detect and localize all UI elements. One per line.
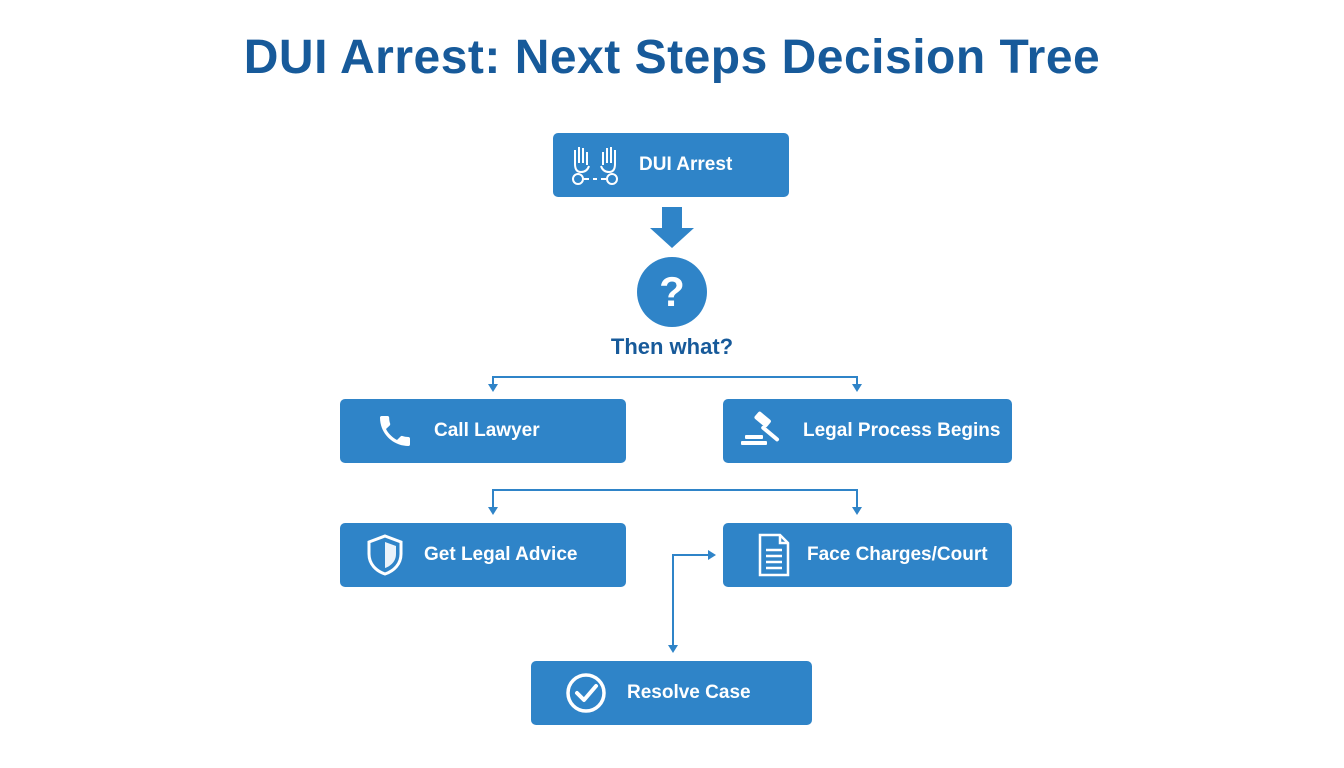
node-legal-process-begins: Legal Process Begins bbox=[723, 399, 1012, 463]
gavel-icon bbox=[737, 408, 793, 454]
node-resolve-case: Resolve Case bbox=[531, 661, 812, 725]
node-label: Face Charges/Court bbox=[807, 544, 988, 565]
handcuffed-hands-icon bbox=[565, 142, 625, 188]
arrow-to-legal-process bbox=[852, 384, 862, 392]
diagram-title: DUI Arrest: Next Steps Decision Tree bbox=[243, 31, 1101, 84]
phone-icon bbox=[372, 408, 418, 454]
arrow-to-resolve bbox=[668, 645, 678, 653]
edge-decision-branch-1 bbox=[492, 376, 858, 389]
node-label: Get Legal Advice bbox=[424, 544, 578, 565]
document-icon bbox=[751, 532, 797, 578]
arrow-to-face-charges-loop bbox=[708, 550, 716, 560]
arrow-to-face-charges bbox=[852, 507, 862, 515]
edge-decision-branch-2 bbox=[492, 489, 858, 512]
arrow-to-call-lawyer bbox=[488, 384, 498, 392]
node-face-charges-court: Face Charges/Court bbox=[723, 523, 1012, 587]
decision-circle: ? bbox=[637, 257, 707, 327]
node-label: Legal Process Begins bbox=[803, 420, 1001, 441]
node-label: DUI Arrest bbox=[639, 154, 733, 175]
question-mark-icon: ? bbox=[659, 268, 685, 315]
node-get-legal-advice: Get Legal Advice bbox=[340, 523, 626, 587]
node-call-lawyer: Call Lawyer bbox=[340, 399, 626, 463]
node-label: Resolve Case bbox=[627, 682, 751, 703]
check-circle-icon bbox=[563, 670, 609, 716]
decision-label: Then what? bbox=[610, 334, 734, 359]
edge-start-decision bbox=[650, 207, 694, 248]
shield-icon bbox=[362, 532, 408, 578]
node-label: Call Lawyer bbox=[434, 420, 540, 441]
edge-resolve-face-charges bbox=[672, 554, 712, 648]
arrow-to-legal-advice bbox=[488, 507, 498, 515]
node-dui-arrest: DUI Arrest bbox=[553, 133, 789, 197]
